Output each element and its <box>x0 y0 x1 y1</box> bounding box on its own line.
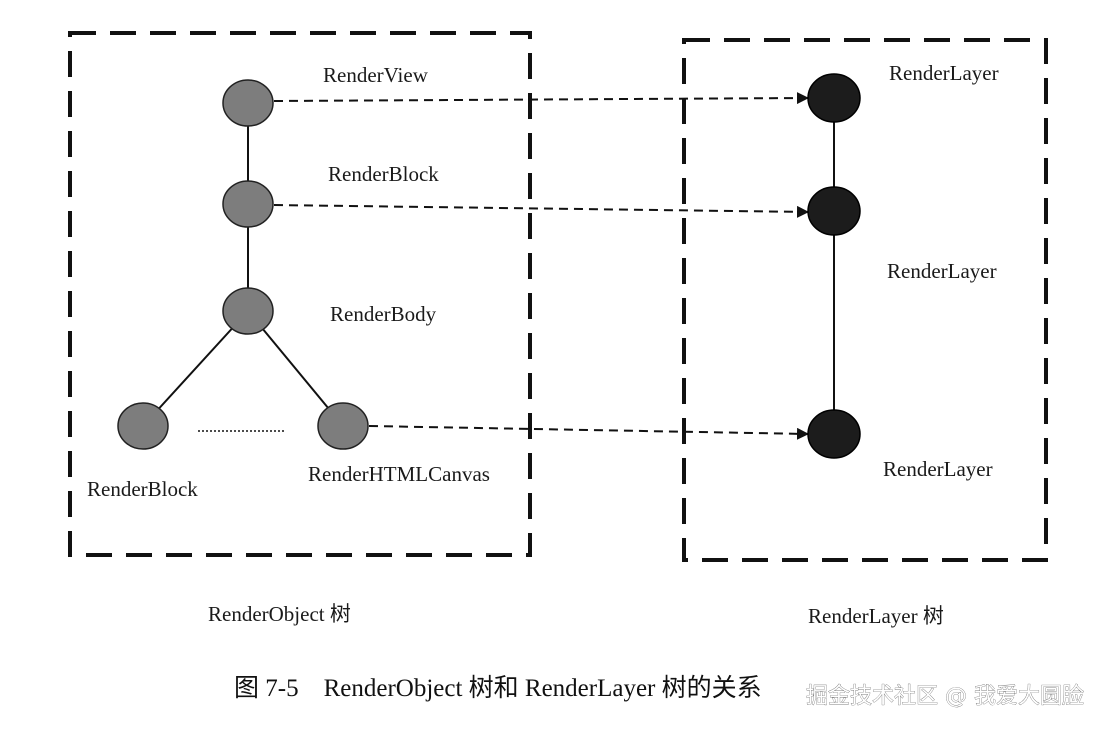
node-renderbody <box>222 287 274 335</box>
node-renderhtmlcanvas <box>317 402 369 450</box>
label-renderlayer-1: RenderLayer <box>889 61 999 85</box>
node-renderlayer-3 <box>807 409 861 459</box>
label-renderview: RenderView <box>323 63 429 87</box>
label-renderhtmlcanvas: RenderHTMLCanvas <box>308 462 490 486</box>
node-renderview <box>222 79 274 127</box>
arrow-view-to-layer1 <box>273 92 809 105</box>
node-renderblock-1 <box>222 180 274 228</box>
label-renderlayer-2: RenderLayer <box>887 259 997 283</box>
node-renderlayer-1 <box>807 73 861 123</box>
arrow-canvas-to-layer3 <box>368 425 809 440</box>
watermark-text: 掘金技术社区 @ 我爱大圆脸 <box>806 684 1084 709</box>
node-renderblock-2 <box>117 402 169 450</box>
renderobject-tree-box <box>68 31 532 557</box>
figure-caption: 图 7-5 RenderObject 树和 RenderLayer 树的关系 <box>234 674 762 702</box>
renderlayer-tree-title: RenderLayer 树 <box>808 604 944 628</box>
edge-body-block2 <box>142 310 249 427</box>
node-renderlayer-2 <box>807 186 861 236</box>
renderlayer-tree-box <box>682 38 1048 562</box>
renderobject-tree-title: RenderObject 树 <box>208 602 351 626</box>
label-renderlayer-3: RenderLayer <box>883 457 993 481</box>
label-renderbody: RenderBody <box>330 302 437 326</box>
label-renderblock-1: RenderBlock <box>328 162 439 186</box>
edge-body-canvas <box>247 310 344 427</box>
label-renderblock-2: RenderBlock <box>87 477 198 501</box>
arrow-block-to-layer2 <box>273 204 809 218</box>
